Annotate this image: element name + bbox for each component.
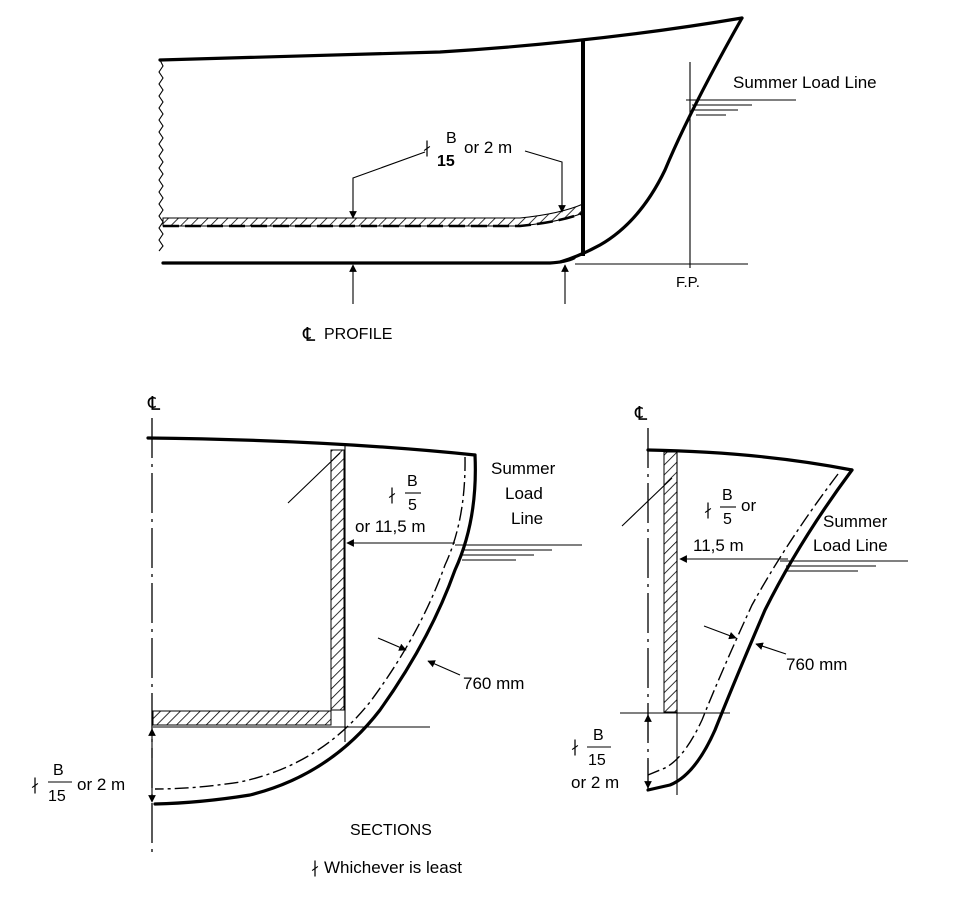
profile-dim-denominator: 15 [437,153,455,170]
profile-cl-symbol: ℄ [302,325,316,346]
section-right-summer-label-1: Summer [823,512,888,531]
profile-deck-line [158,16,744,62]
profile-label: PROFILE [324,326,392,343]
section-right-deck-line [646,448,854,472]
profile-dimension-leader-left [349,151,426,219]
section-right-summer-label-2: Load Line [813,536,888,555]
section-left-inner-bottom-hatch [152,710,332,726]
profile-fp-label: F.P. [676,274,700,291]
section-left-thickness-tick-b [427,660,461,676]
section-right-bottom-numerator: B [593,727,604,744]
section-left-summer-label-1: Summer [491,459,556,478]
section-right-bottom-suffix: or 2 m [571,773,619,792]
section-left-dim-prefix: ∤ [388,487,396,504]
profile-inner-bottom-hatch [162,203,584,227]
footnote-prefix: ∤ [311,860,319,877]
sections-label: SECTIONS [350,822,432,839]
section-left-summer-label-2: Load [505,484,543,503]
section-left-dim-suffix: or 11,5 m [355,517,426,536]
section-right-bulkhead-hatch [663,451,678,713]
section-left-cl-symbol: ℄ [147,394,161,415]
section-left-dim-denominator: 5 [408,497,417,514]
section-right: ℄ Summer Load Line ∤ B 5 or 11,5 m 760 m… [571,404,908,795]
section-left-bulkhead-hatch [330,449,345,711]
section-right-deck-leader [621,477,673,527]
profile-keel-line [161,256,576,265]
section-left-bottom-numerator: B [53,762,64,779]
profile-dimension-leader-right [524,150,566,213]
profile-summer-load-line-label: Summer Load Line [733,73,877,92]
section-left-deck-line [146,436,477,457]
section-left-outer-shell [153,453,477,806]
section-right-bottom-prefix: ∤ [571,739,579,756]
profile-stem [558,16,744,264]
section-right-bottom-denominator: 15 [588,752,606,769]
section-right-thickness-tick-b [755,642,787,655]
section-right-dim-or: or [741,496,756,515]
profile-dim-suffix: or 2 m [464,138,512,157]
section-right-thickness-label: 760 mm [786,655,847,674]
profile-dim-numerator: B [446,130,457,147]
footnote-text: Whichever is least [324,858,462,877]
section-left-bottom-denominator: 15 [48,788,66,805]
profile-view: Summer Load Line ∤ B 15 or 2 m F.P. ℄ PR… [158,16,877,346]
section-left-thickness-label: 760 mm [463,674,524,693]
section-left-offset-line [154,456,466,790]
profile-dim-prefix: ∤ [423,140,431,157]
section-right-thickness-tick-a [703,625,737,640]
section-left-summer-label-3: Line [511,509,543,528]
profile-break-line [158,59,164,252]
section-right-offset-line [647,473,839,776]
section-left-bottom-prefix: ∤ [31,777,39,794]
section-right-cl-symbol: ℄ [634,404,648,425]
section-right-dim-value: 11,5 m [693,536,744,555]
section-right-dim-numerator: B [722,487,733,504]
profile-inner-bottom-line [163,211,584,228]
section-left-dim-numerator: B [407,473,418,490]
section-right-outer-shell [646,468,854,792]
section-right-dim-denominator: 5 [723,511,732,528]
section-left: ℄ Summer Load Line ∤ B 5 or 11,5 m [31,394,582,855]
section-left-deck-leader [287,452,341,504]
section-left-thickness-tick-a [377,637,407,651]
section-right-dim-prefix: ∤ [704,502,712,519]
section-left-bottom-suffix: or 2 m [77,775,125,794]
